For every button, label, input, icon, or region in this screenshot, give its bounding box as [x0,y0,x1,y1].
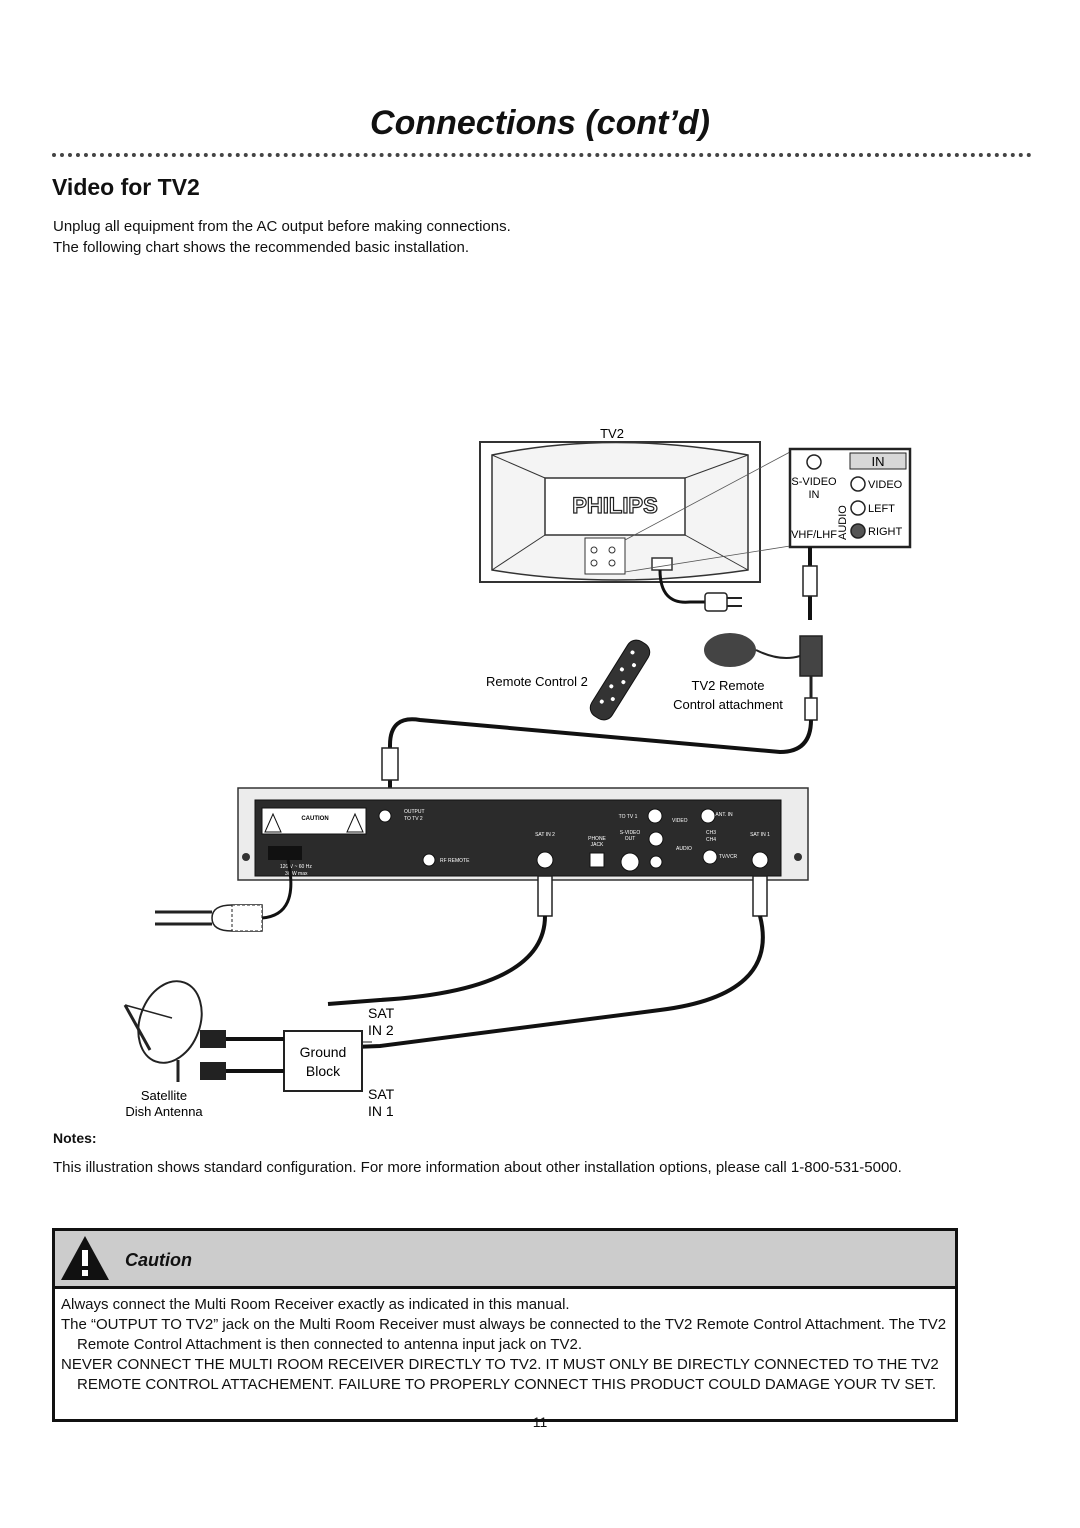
satellite-label-2: Dish Antenna [125,1104,203,1119]
svideo-in-label: IN [809,489,820,501]
page-title: Connections (cont’d) [370,104,710,142]
sat-in-1-jack [751,851,769,869]
ant-in-label: ANT. IN [715,812,733,818]
dotted-divider [52,153,1032,157]
tv-power-cord [658,569,742,612]
satellite-dish-illustration [123,980,284,1082]
notes-heading: Notes: [53,1130,97,1146]
left-audio-jack [850,500,866,516]
video-panel-label: VIDEO [672,818,688,824]
svideo-jack [806,454,822,470]
svideo-out-label-1: S-VIDEO [620,830,641,836]
caution-box: Caution Always connect the Multi Room Re… [52,1228,958,1422]
caution-item: NEVER CONNECT THE MULTI ROOM RECEIVER DI… [61,1356,939,1393]
ground-block-label-2: Block [306,1063,341,1079]
audio-panel-label: AUDIO [676,846,692,852]
left-label: LEFT [868,503,895,515]
power-rating-label: 120 V ~ 60 Hz [280,864,312,870]
sat-in-1-label-2: IN 1 [368,1103,394,1119]
caution-header: Caution [55,1231,955,1289]
caution-item: The “OUTPUT TO TV2” jack on the Multi Ro… [61,1316,947,1353]
sat-in-2-label-2: IN 2 [368,1022,394,1038]
remote-control-illustration [589,639,651,721]
sat-in-1-label-1: SAT [368,1086,395,1102]
remote-control-label: Remote Control 2 [486,674,588,689]
tv2-illustration: PHILIPS [479,441,791,583]
intro-line: Unplug all equipment from the AC output … [53,218,511,235]
ch3-label: CH3 [706,830,716,836]
phone-jack-label-2: JACK [591,842,604,848]
sat-cables [327,875,768,1050]
satellite-label-1: Satellite [141,1088,187,1103]
sat-in-2-jack [536,851,554,869]
tv2-remote-label-1: TV2 Remote [692,678,765,693]
multi-room-receiver: CAUTION OUTPUT TO TV 2 120 V ~ 60 Hz 30 … [237,787,809,881]
receiver-power-cord [155,859,293,932]
to-tv1-label: TO TV 1 [619,814,638,820]
notes-text: This illustration shows standard configu… [53,1159,902,1176]
ground-block-label-1: Ground [300,1044,347,1060]
philips-logo: PHILIPS [572,493,658,518]
right-audio-jack [850,523,866,539]
section-title: Video for TV2 [52,174,200,200]
vhf-label: VHF/LHF [791,529,837,541]
rf-remote-label: RF REMOTE [440,858,470,864]
warning-icon [61,1236,109,1280]
intro-line: The following chart shows the recommende… [53,239,470,256]
connection-diagram: TV2 PHILIPS IN S-VIDEO IN VIDEO LEFT RIG… [123,426,912,1119]
caution-label: Caution [125,1250,192,1270]
ch4-label: CH4 [706,837,716,843]
svideo-out-label-2: OUT [625,836,636,842]
ground-block: Ground Block [283,1030,372,1092]
caution-item: Always connect the Multi Room Receiver e… [61,1296,570,1313]
video-jack [850,476,866,492]
output-to-tv2-label-1: OUTPUT [404,809,425,815]
page-number: 11 [532,1414,548,1430]
intro-text: Unplug all equipment from the AC output … [53,216,511,258]
output-to-tv2-label-2: TO TV 2 [404,816,423,822]
tv-vcr-label: TV/VCR [719,854,738,860]
caution-body: Always connect the Multi Room Receiver e… [61,1295,951,1395]
output-to-tv2-cable [381,697,818,800]
right-label: RIGHT [868,526,903,538]
caution-plate-label: CAUTION [301,816,328,822]
svideo-label: S-VIDEO [791,476,837,488]
sat-in-1-panel-label: SAT IN 1 [750,832,770,838]
sat-in-2-panel-label: SAT IN 2 [535,832,555,838]
in-label: IN [872,454,885,469]
audio-label: AUDIO [837,505,849,540]
antenna-cable-tv2 [799,547,823,700]
sat-in-2-label-1: SAT [368,1005,395,1021]
tv2-remote-label-2: Control attachment [673,697,783,712]
video-label: VIDEO [868,479,903,491]
power-max-label: 30 W max [285,871,308,877]
tv2-remote-attachment [704,633,801,667]
tv2-label: TV2 [600,426,624,441]
phone-jack-label-1: PHONE [588,836,606,842]
tv2-input-panel: IN S-VIDEO IN VIDEO LEFT RIGHT AUDIO VHF… [788,447,912,549]
